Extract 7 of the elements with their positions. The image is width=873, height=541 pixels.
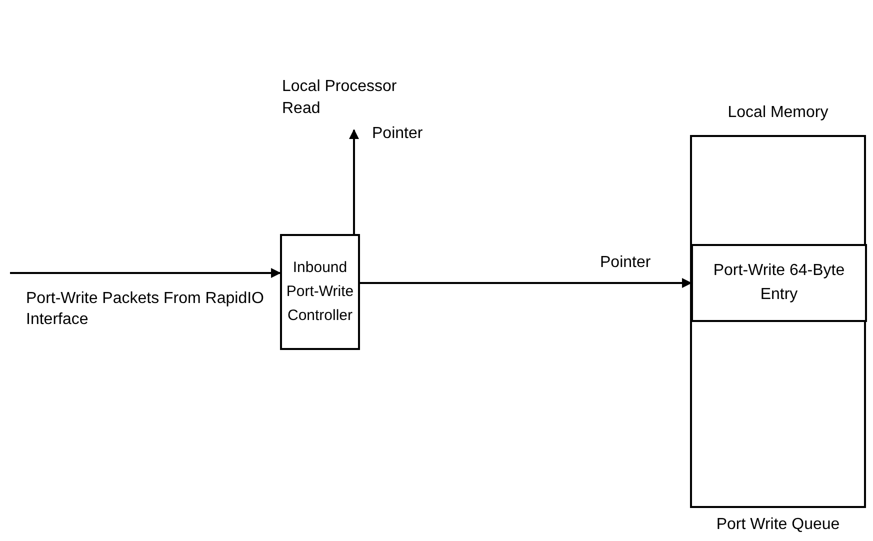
arrow: [349, 129, 359, 234]
controller-box: Inbound Port-Write Controller: [280, 234, 360, 350]
arrow: [360, 278, 692, 288]
arrow: [10, 268, 281, 278]
memory-heading: Local Memory: [726, 104, 830, 122]
queue-entry: Port-Write 64-Byte Entry: [691, 244, 867, 322]
destination-text: Local Processor Read: [282, 76, 412, 120]
